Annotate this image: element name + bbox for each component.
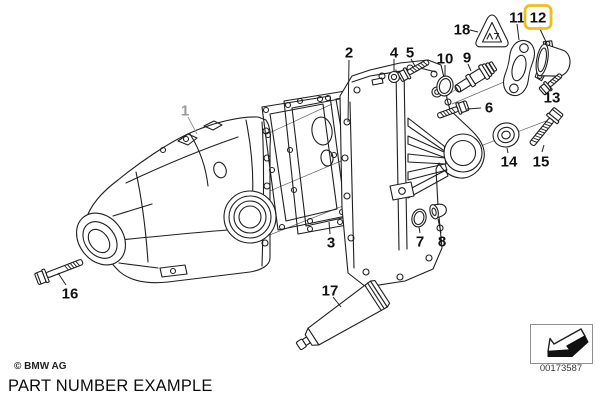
part-leader-6 bbox=[466, 107, 482, 110]
part-leader-15 bbox=[541, 144, 545, 153]
part-10-oring-drawing bbox=[436, 75, 454, 97]
part-9-sensor-drawing bbox=[454, 61, 498, 93]
warning-triangle-icon bbox=[475, 14, 509, 48]
part-label-14[interactable]: 14 bbox=[501, 154, 518, 171]
part-label-6[interactable]: 6 bbox=[485, 100, 493, 117]
part-label-4[interactable]: 4 bbox=[390, 45, 399, 62]
part-16-bolt-drawing bbox=[34, 259, 84, 285]
part-label-18[interactable]: 18 bbox=[454, 22, 471, 39]
bmw-copyright: © BMW AG bbox=[14, 361, 67, 372]
part-5-bolt-drawing bbox=[397, 59, 430, 82]
part-leader-18 bbox=[469, 29, 479, 33]
part-leader-3 bbox=[328, 221, 331, 235]
part-11-flange-drawing bbox=[503, 39, 535, 97]
part-14-mount-drawing bbox=[492, 122, 520, 148]
part-label-2[interactable]: 2 bbox=[345, 45, 353, 62]
page-caption: PART NUMBER EXAMPLE bbox=[8, 377, 213, 395]
part-leader-1 bbox=[187, 116, 198, 135]
part-leader-7 bbox=[418, 226, 421, 234]
direction-arrow-icon bbox=[547, 328, 589, 357]
part-leader-14 bbox=[506, 147, 509, 154]
part-label-12[interactable]: 12 bbox=[530, 10, 547, 27]
part-label-16[interactable]: 16 bbox=[62, 286, 79, 303]
part-label-13[interactable]: 13 bbox=[544, 90, 561, 107]
part-label-11[interactable]: 11 bbox=[509, 10, 525, 27]
part-15-bolt-drawing bbox=[529, 107, 564, 147]
part-label-1[interactable]: 1 bbox=[181, 103, 189, 120]
part-leader-9 bbox=[467, 63, 472, 72]
part-8-plug-drawing bbox=[429, 203, 447, 220]
part-label-17[interactable]: 17 bbox=[322, 283, 339, 300]
part-label-9[interactable]: 9 bbox=[463, 50, 471, 67]
part-label-10[interactable]: 10 bbox=[437, 51, 454, 68]
part-leader-11 bbox=[516, 23, 520, 41]
part-leader-17 bbox=[332, 296, 342, 308]
highlighted-part-box[interactable] bbox=[523, 4, 553, 30]
direction-arrow-box bbox=[530, 324, 593, 364]
part-leader-8 bbox=[437, 218, 442, 234]
part-12-cap-drawing bbox=[534, 40, 571, 82]
part-1-housing-drawing bbox=[76, 116, 277, 284]
part-label-8[interactable]: 8 bbox=[438, 234, 446, 251]
part-leader-5 bbox=[410, 58, 416, 67]
part-leader-13 bbox=[548, 84, 552, 91]
part-leader-16 bbox=[57, 272, 67, 286]
part-7-oring-drawing bbox=[411, 208, 427, 228]
part-label-3[interactable]: 3 bbox=[327, 235, 335, 252]
part-label-15[interactable]: 15 bbox=[533, 154, 550, 171]
part-6-bolt-drawing bbox=[437, 100, 470, 119]
part-label-5[interactable]: 5 bbox=[406, 45, 414, 62]
cover-bracket-drawing bbox=[339, 59, 485, 288]
part-17-sealant-tube-drawing bbox=[295, 279, 391, 351]
part-leader-2 bbox=[347, 59, 350, 123]
part-leader-12 bbox=[539, 28, 548, 45]
reference-number: 00173587 bbox=[539, 363, 583, 374]
part-label-7[interactable]: 7 bbox=[416, 234, 424, 251]
